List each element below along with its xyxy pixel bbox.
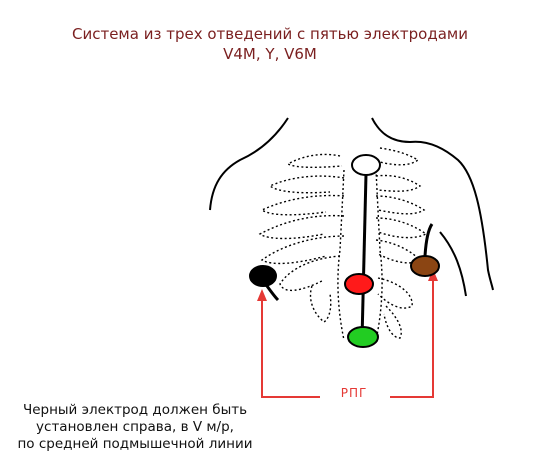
rpg-arrow-right-line	[390, 278, 434, 398]
diagram-title-line2: V4M, Y, V6M	[223, 45, 317, 63]
sternum-left	[337, 169, 345, 341]
electrode-black	[249, 265, 277, 287]
sternum-right	[375, 169, 383, 341]
lead-wires	[262, 173, 434, 341]
rpg-arrow-left-line	[261, 298, 320, 398]
clavicle-left	[286, 153, 343, 169]
electrode-white	[351, 154, 381, 176]
rib-right-6	[383, 305, 402, 339]
diagram-title-line1: Система из трех отведений с пятью электр…	[72, 25, 468, 43]
note-line1: Черный электрод должен быть	[22, 402, 248, 418]
electrode-red	[344, 273, 374, 295]
note-line2: установлен справа, в V м/р,	[36, 419, 234, 435]
rib-left-1	[268, 175, 345, 194]
rpg-label: РПГ	[340, 386, 368, 400]
rib-left-4	[260, 235, 345, 265]
rib-left-5	[279, 255, 341, 291]
rpg-arrows	[261, 278, 434, 398]
electrode-green	[347, 326, 379, 348]
rib-left-3	[258, 214, 345, 240]
rib-right-1	[375, 174, 422, 192]
electrode-brown	[410, 255, 440, 277]
right-arm-line	[439, 231, 467, 297]
clavicle-right	[379, 147, 420, 166]
rib-left-6	[309, 285, 332, 323]
torso-right-outline	[371, 117, 494, 291]
torso-left-outline	[209, 117, 289, 211]
rib-cage	[258, 147, 428, 341]
rib-right-2	[375, 195, 426, 215]
rib-right-4	[375, 239, 422, 264]
rib-right-3	[375, 217, 428, 239]
wire-brown	[423, 223, 434, 257]
note-line3: по средней подмышечной линии	[17, 436, 253, 452]
wire-vertical	[360, 173, 368, 341]
rib-right-5	[377, 277, 413, 309]
rpg-arrow-left-head	[257, 289, 267, 301]
rib-left-2	[260, 194, 345, 216]
